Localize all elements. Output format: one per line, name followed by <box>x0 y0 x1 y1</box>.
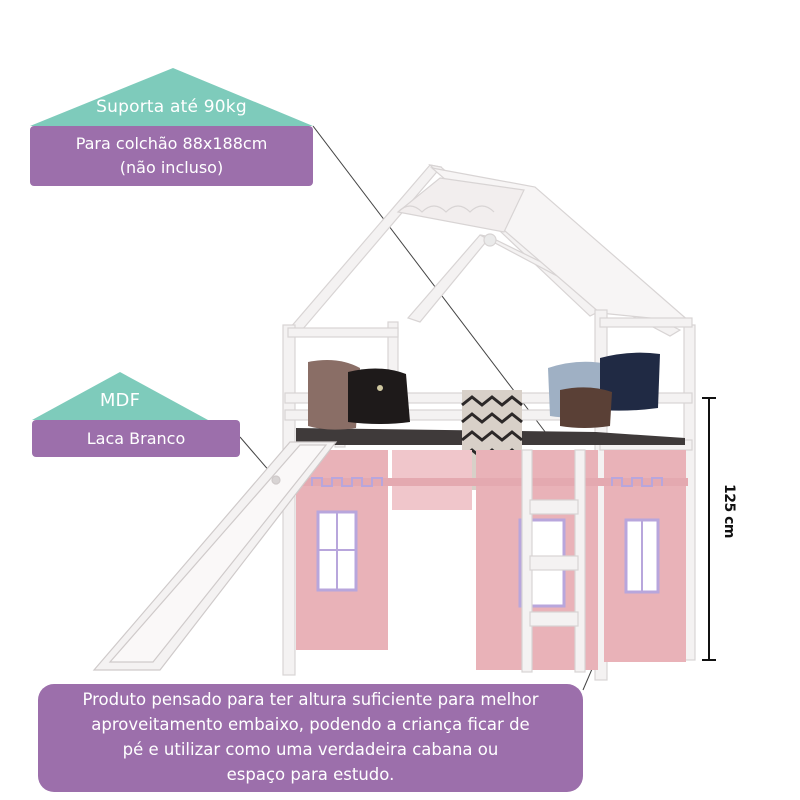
description-box: Produto pensado para ter altura suficien… <box>38 684 583 792</box>
pointer-line-top <box>312 125 550 438</box>
top-heading-triangle <box>30 68 313 126</box>
finish-box: Laca Branco <box>32 420 240 457</box>
description-line-2: aproveitamento embaixo, podendo a crianç… <box>91 715 530 734</box>
height-label: 125 cm <box>721 484 737 538</box>
curtains <box>296 450 688 670</box>
mattress-not-included-line: (não incluso) <box>119 158 224 177</box>
pillows <box>308 352 660 430</box>
height-dimension <box>702 397 716 661</box>
description-line-3: pé e utilizar como uma verdadeira cabana… <box>122 740 499 759</box>
description-line-4: espaço para estudo. <box>226 765 395 784</box>
ladder <box>521 449 586 673</box>
house-roof <box>288 164 692 337</box>
slide <box>92 441 338 671</box>
description-line-1: Produto pensado para ter altura suficien… <box>82 690 539 709</box>
finish-line: Laca Branco <box>86 429 186 448</box>
mattress-size-box: Para colchão 88x188cm (não incluso) <box>30 126 313 186</box>
material-heading: MDF <box>99 390 141 411</box>
mattress-size-line: Para colchão 88x188cm <box>75 134 268 153</box>
middle-heading-triangle <box>32 372 208 420</box>
weight-capacity-heading: Suporta até 90kg <box>96 97 247 117</box>
